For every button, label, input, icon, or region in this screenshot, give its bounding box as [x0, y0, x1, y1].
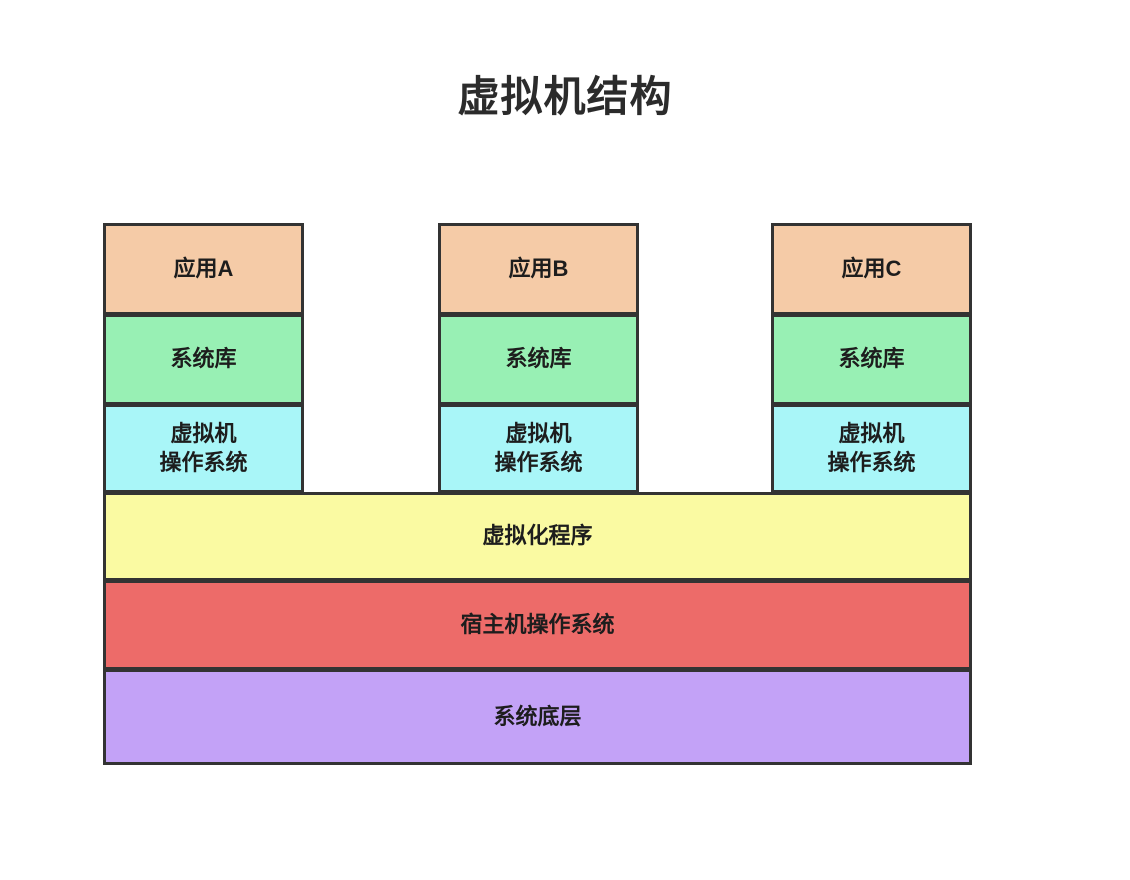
vm-c-system-library-label: 系统库 — [838, 346, 905, 372]
vm-a-system-library-box: 系统库 — [103, 314, 304, 405]
vm-c-application-box: 应用C — [771, 223, 972, 315]
page-title: 虚拟机结构 — [457, 73, 673, 120]
host-os-layer-label: 宿主机操作系统 — [460, 611, 615, 637]
vm-c-application-label: 应用C — [841, 255, 902, 281]
vm-c-guest-os-label: 虚拟机 操作系统 — [827, 421, 916, 475]
vm-a-system-library-label: 系统库 — [170, 346, 237, 372]
vm-b-system-library-box: 系统库 — [438, 314, 639, 405]
vm-a-guest-os-box: 虚拟机 操作系统 — [103, 404, 304, 493]
vm-b-application-box: 应用B — [438, 223, 639, 315]
vm-c-system-library-box: 系统库 — [771, 314, 972, 405]
vm-b-guest-os-label: 虚拟机 操作系统 — [494, 421, 583, 475]
hypervisor-layer-label: 虚拟化程序 — [482, 523, 593, 549]
vm-b-system-library-label: 系统库 — [505, 346, 572, 372]
vm-a-guest-os-label: 虚拟机 操作系统 — [159, 421, 248, 475]
infrastructure-layer-box: 系统底层 — [103, 669, 972, 765]
infrastructure-layer-label: 系统底层 — [493, 703, 582, 729]
hypervisor-layer-box: 虚拟化程序 — [103, 492, 972, 581]
vm-a-application-box: 应用A — [103, 223, 304, 315]
vm-b-guest-os-box: 虚拟机 操作系统 — [438, 404, 639, 493]
vm-c-guest-os-box: 虚拟机 操作系统 — [771, 404, 972, 493]
vm-a-application-label: 应用A — [173, 255, 234, 281]
vm-b-application-label: 应用B — [508, 255, 569, 281]
host-os-layer-box: 宿主机操作系统 — [103, 580, 972, 670]
virtual-machine-stack: 应用A 系统库 虚拟机 操作系统 应用B 系统库 虚拟机 操作系统 应用C 系统… — [103, 223, 972, 765]
